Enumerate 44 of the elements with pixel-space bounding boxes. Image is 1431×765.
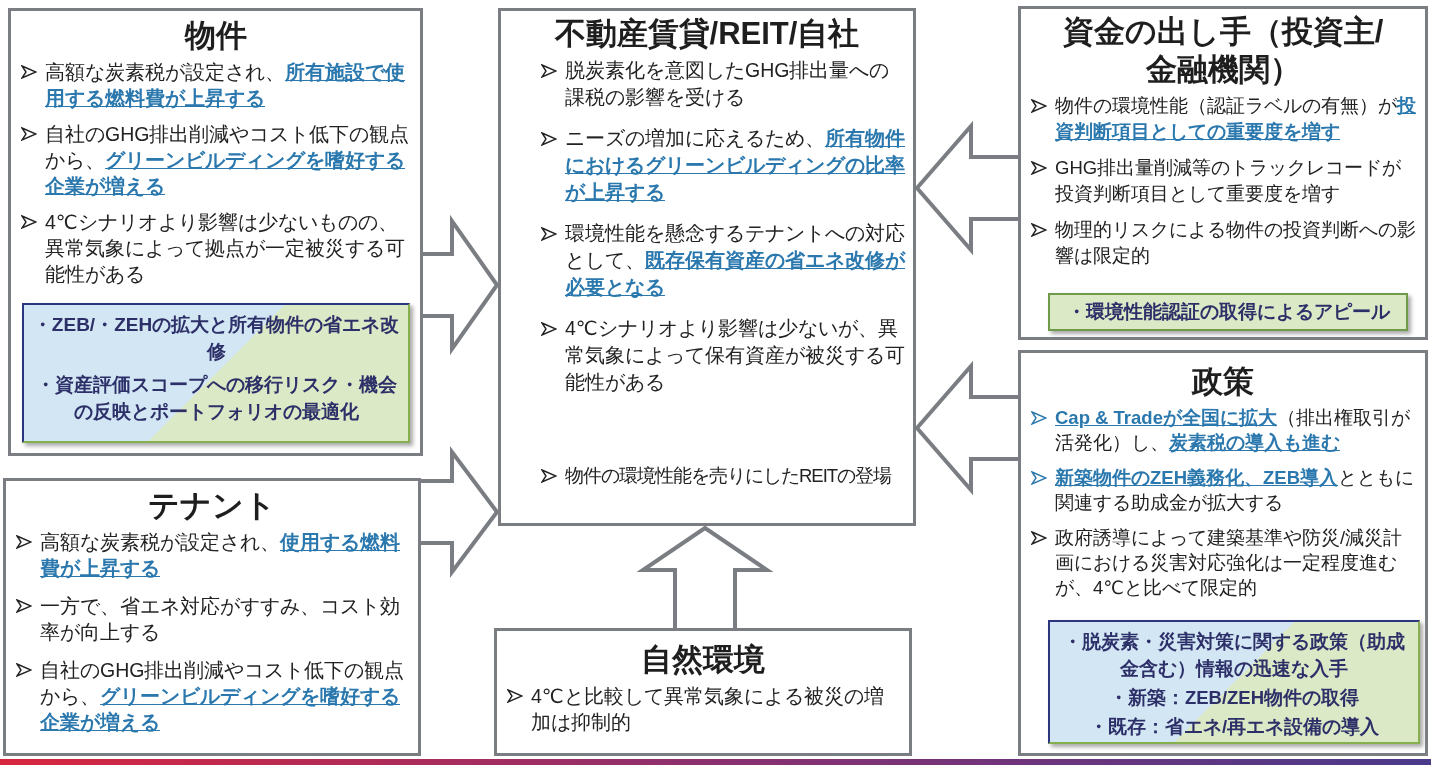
bullet-text: 脱炭素化を意図したGHG排出量への課税の影響を受ける [565,58,891,110]
bullet-text: 物理的リスクによる物件の投資判断への影響は限定的 [1055,218,1417,268]
highlight-text: ・資産評価スコープへの移行リスク・機会の反映とポートフォリオの最適化 [34,373,398,424]
panel-heading: 自然環境 [640,641,766,679]
highlight-text: ・脱炭素・災害対策に関する政策（助成金含む）情報の迅速な入手 [1062,630,1406,681]
block-arrow [419,446,500,578]
bullet-text: 政府誘導によって建築基準や防災/減災計画における災害対応強化は一定程度進むが、4℃と比べて限定的 [1055,526,1404,600]
bullet-text: 4℃と比較して異常気象による被災の増加は抑制的 [531,684,885,735]
panel-box [498,8,916,526]
bullet-text: 一方で、省エネ対応がすすみ、コスト効率が向上する [40,594,401,645]
panel-box [1018,350,1428,756]
highlight-text: ・ZEB/・ZEHの拡大と所有物件の省エネ改修 [31,313,401,364]
highlight-box [1048,620,1420,744]
bullet-text: 高額な炭素税が設定され、使用する燃料費が上昇する [40,530,401,581]
highlight-text: ・新築：ZEB/ZEH物件の取得 [1107,686,1361,710]
panel-box [1018,6,1428,340]
bullet-text: 高額な炭素税が設定され、所有施設で使用する燃料費が上昇する [45,60,406,111]
panel-box [8,8,423,456]
block-arrow [914,120,1020,256]
bullet-text: 環境性能を懸念するテナントへの対応として、既存保有資産の省エネ改修が必要となる [565,221,907,300]
block-arrow [636,525,774,630]
block-arrow [421,214,500,356]
bullet-text: ニーズの増加に応えるため、所有物件におけるグリーンビルディングの比率が上昇する [565,126,906,205]
highlight-box [1048,293,1408,331]
panel-heading: 資金の出し手（投資主/金融機関） [1061,13,1385,89]
panel-box [3,478,421,756]
panel-box [494,628,912,756]
bullet-text: 4℃シナリオより影響は少ないものの、異常気象によって拠点が一定被災する可能性がある [45,210,406,287]
bullet-text: GHG排出量削減等のトラックレコードが投資判断項目として重要度を増す [1055,156,1403,206]
panel-heading: 不動産賃貸/REIT/自社 [553,15,861,53]
panel-heading: 物件 [183,17,248,55]
panel-heading: テナント [147,487,277,525]
panel-heading: 政策 [1190,363,1255,401]
bullet-text: 物件の環境性能を売りにしたREITの登場 [565,464,893,488]
bullet-text: Cap & Tradeが全国に拡大（排出権取引が活発化）し、炭素税の導入も進む [1055,406,1411,455]
highlight-text: ・環境性能認証の取得によるアピール [1065,300,1391,324]
highlight-text: ・既存：省エネ/再エネ設備の導入 [1087,715,1381,739]
bullet-text: 物件の環境性能（認証ラベルの有無）が投資判断項目としての重要度を増す [1055,94,1417,144]
bullet-text: 新築物件のZEH義務化、ZEB導入とともに関連する助成金が拡大する [1055,466,1415,515]
bullet-text: 4℃シナリオより影響は少ないが、異常気象によって保有資産が被災する可能性がある [565,316,906,395]
bullet-text: 自社のGHG排出削減やコスト低下の観点から、グリーンビルディングを嗜好する企業が増える [45,122,411,199]
highlight-box [22,303,410,443]
block-arrow [914,360,1020,496]
bullet-text: 自社のGHG排出削減やコスト低下の観点から、グリーンビルディングを嗜好する企業が増える [40,658,406,735]
